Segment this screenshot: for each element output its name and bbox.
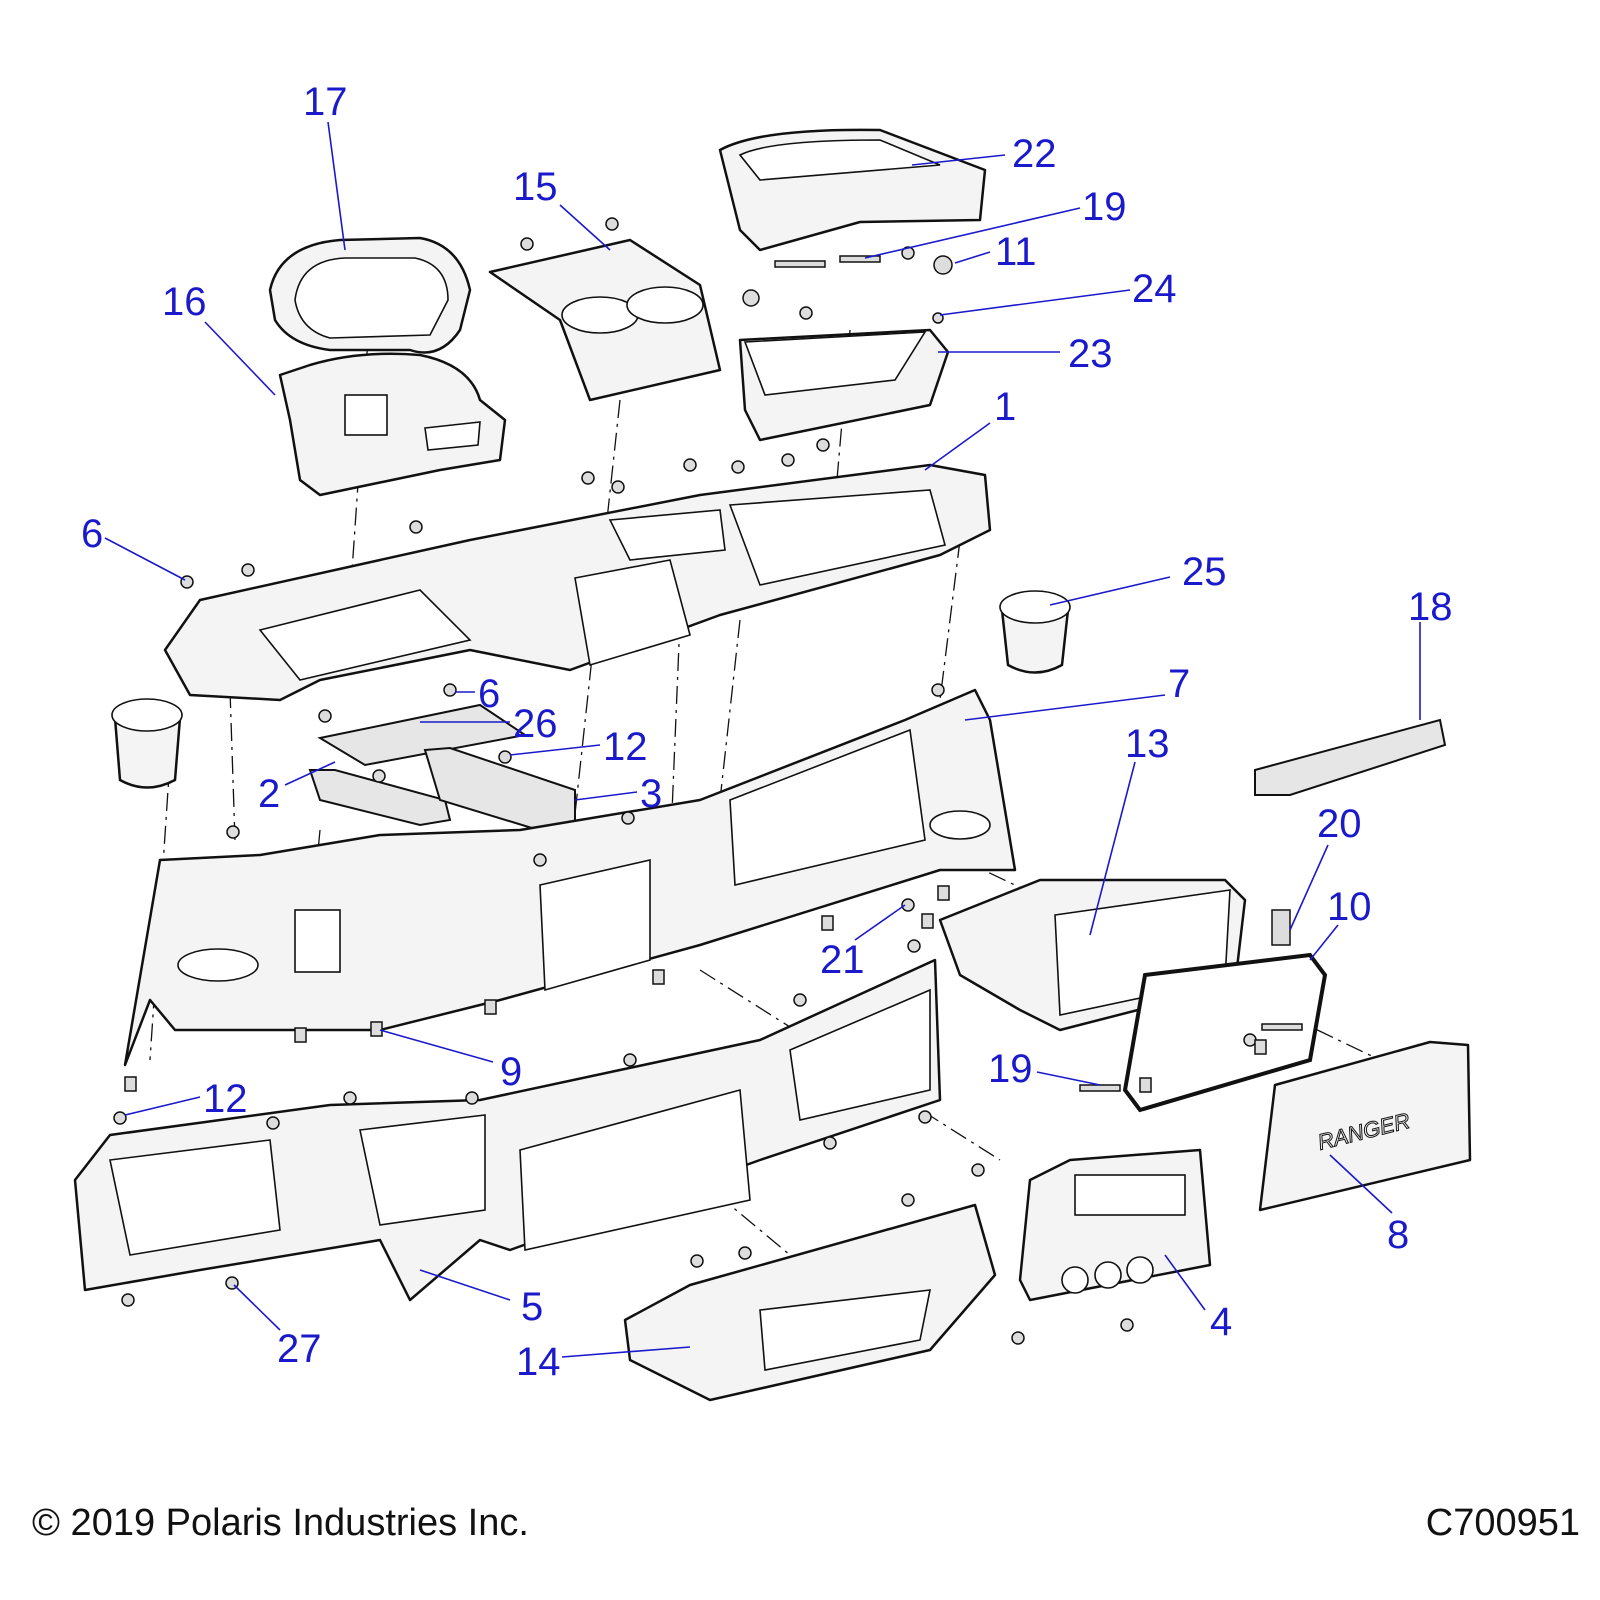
- leader-lines: [104, 121, 1421, 1358]
- callout-24: 24: [1132, 267, 1177, 311]
- part-15-cupholder-insert[interactable]: [488, 238, 722, 402]
- callout-26: 26: [513, 702, 558, 746]
- part-2-bracket[interactable]: [308, 769, 452, 827]
- callout-6b: 6: [478, 672, 500, 716]
- cup-holder-left[interactable]: [111, 698, 183, 789]
- callout-19b: 19: [988, 1047, 1033, 1091]
- callout-labels: 17 22 15 19 11 24 16 23 1 6 25 18 6 7 26…: [81, 80, 1453, 1384]
- callout-4: 4: [1210, 1300, 1232, 1344]
- callout-27: 27: [277, 1327, 322, 1371]
- part-14-lower-storage-tray[interactable]: [623, 1203, 997, 1402]
- part-26-cover-plate[interactable]: [317, 703, 528, 767]
- part-20-latch[interactable]: [1271, 909, 1291, 946]
- part-1-upper-dash-panel[interactable]: [163, 463, 992, 702]
- callout-20: 20: [1317, 802, 1362, 846]
- callout-14: 14: [516, 1340, 561, 1384]
- part-22-storage-lid[interactable]: [718, 128, 987, 252]
- fasteners: [113, 217, 1303, 1345]
- callout-2: 2: [258, 772, 280, 816]
- callout-8: 8: [1387, 1213, 1409, 1257]
- callout-22: 22: [1012, 132, 1057, 176]
- callout-9: 9: [500, 1050, 522, 1094]
- drawing-id: C700951: [1425, 1502, 1580, 1544]
- callout-17: 17: [303, 80, 348, 124]
- callout-12: 12: [603, 725, 648, 769]
- callout-10: 10: [1327, 885, 1372, 929]
- part-17-gauge-bezel[interactable]: [268, 236, 472, 354]
- part-8-glovebox-door[interactable]: RANGER: [1258, 1040, 1472, 1212]
- callout-3: 3: [640, 772, 662, 816]
- callout-25: 25: [1182, 550, 1227, 594]
- part-10-glovebox-seal[interactable]: [1122, 952, 1328, 1113]
- part-23-storage-bin[interactable]: [738, 328, 950, 442]
- callout-1: 1: [994, 385, 1016, 429]
- part-16-cluster-housing[interactable]: [278, 352, 507, 497]
- part-18-trim-strip[interactable]: [1254, 718, 1447, 796]
- copyright-notice: © 2019 Polaris Industries Inc.: [32, 1502, 529, 1544]
- callout-16: 16: [162, 280, 207, 324]
- callout-6: 6: [81, 512, 103, 556]
- callout-11: 11: [995, 230, 1037, 274]
- callout-15: 15: [513, 165, 558, 209]
- callout-12b: 12: [203, 1077, 248, 1121]
- part-4-switch-panel[interactable]: [1018, 1148, 1212, 1302]
- callout-13: 13: [1125, 722, 1170, 766]
- callout-19: 19: [1082, 185, 1127, 229]
- part-5-lower-dash-panel[interactable]: [73, 958, 942, 1302]
- callout-7: 7: [1168, 662, 1190, 706]
- part-25-cup-holder[interactable]: [999, 590, 1071, 674]
- callout-5: 5: [521, 1285, 543, 1329]
- callout-18: 18: [1408, 585, 1453, 629]
- callout-21: 21: [820, 938, 865, 982]
- callout-23: 23: [1068, 332, 1113, 376]
- part-7-main-dash-frame[interactable]: [123, 688, 1017, 1067]
